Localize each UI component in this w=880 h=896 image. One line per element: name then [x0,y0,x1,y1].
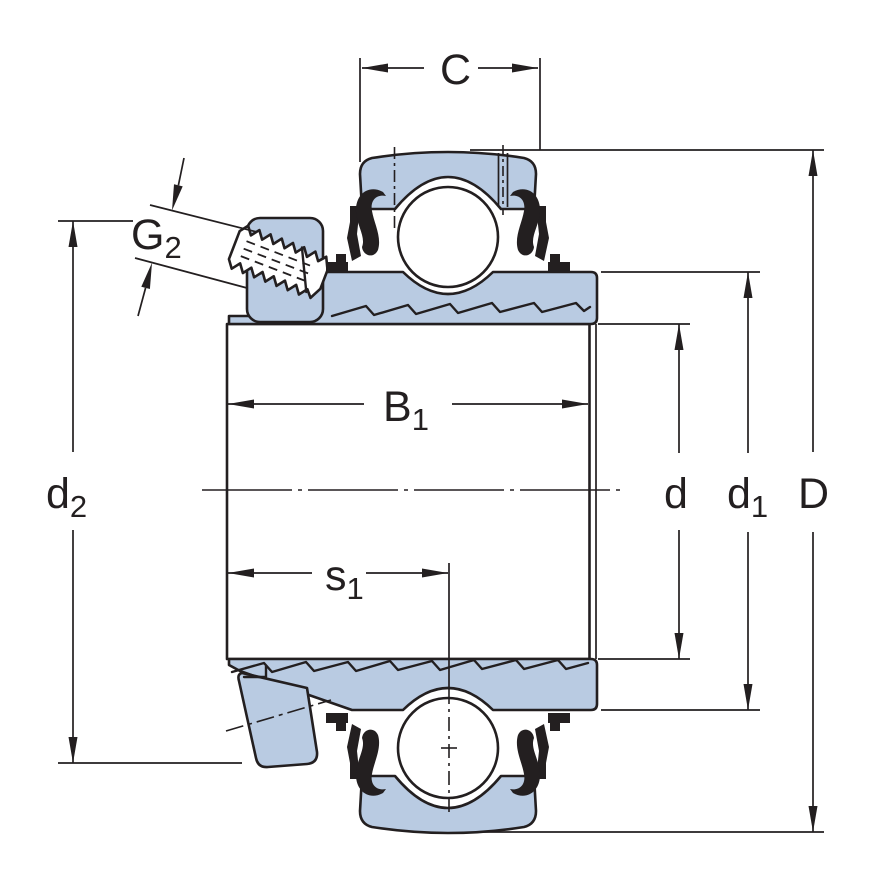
dim-line-G2-lower [137,287,147,317]
arrowhead-G2-lower [141,262,152,289]
ball-top [396,185,500,289]
arrowhead-B1-left [228,399,254,409]
arrowhead-C-left [362,63,388,73]
inner-ring-sleeve [225,322,591,661]
arrowhead-B1-right [562,399,588,409]
arrowhead-d2-top [68,221,78,247]
set-screw-hidden-thread-lines [240,240,311,282]
set-screw-sectioned [227,224,329,300]
set-screw-slot-line [300,246,308,294]
arrowhead-d-bottom [674,633,684,659]
arrowhead-C-right [512,63,538,73]
arrowhead-s1-right [422,568,448,578]
arrowhead-d1-top [743,272,753,298]
outer-ring-bottom [358,774,538,835]
label-D: D [798,470,829,518]
label-d: d [664,470,688,518]
arrowhead-s1-left [228,568,254,578]
boss-notch-bottom [242,664,268,679]
label-d2: d2 [46,470,87,524]
inner-ring-bottom-band [227,657,599,712]
arrowhead-d1-bottom [743,684,753,710]
arrowhead-d2-bottom [68,737,78,763]
seal-bottom-right [510,713,570,796]
dim-line-G2-upper [177,157,185,186]
knurl-line-bottom [230,658,590,674]
seal-top-right [510,189,570,272]
knurl-line-top [330,301,592,318]
arrowhead-D-top [808,150,818,176]
label-B1: B1 [383,383,429,437]
outer-ring-top [358,150,538,211]
arrowhead-D-bottom [808,806,818,832]
label-d1: d1 [727,470,768,524]
set-screw-side-view [237,671,319,769]
label-s1: s1 [325,552,364,606]
label-C: C [440,46,471,94]
ext-line-G2-upper [149,204,258,233]
arrowhead-d-top [674,324,684,350]
label-G2: G2 [131,211,182,265]
seal-bottom-left [326,713,386,796]
seal-top-left [326,189,386,272]
ext-line-G2-lower [134,257,248,289]
arrowhead-G2-upper [172,184,183,211]
